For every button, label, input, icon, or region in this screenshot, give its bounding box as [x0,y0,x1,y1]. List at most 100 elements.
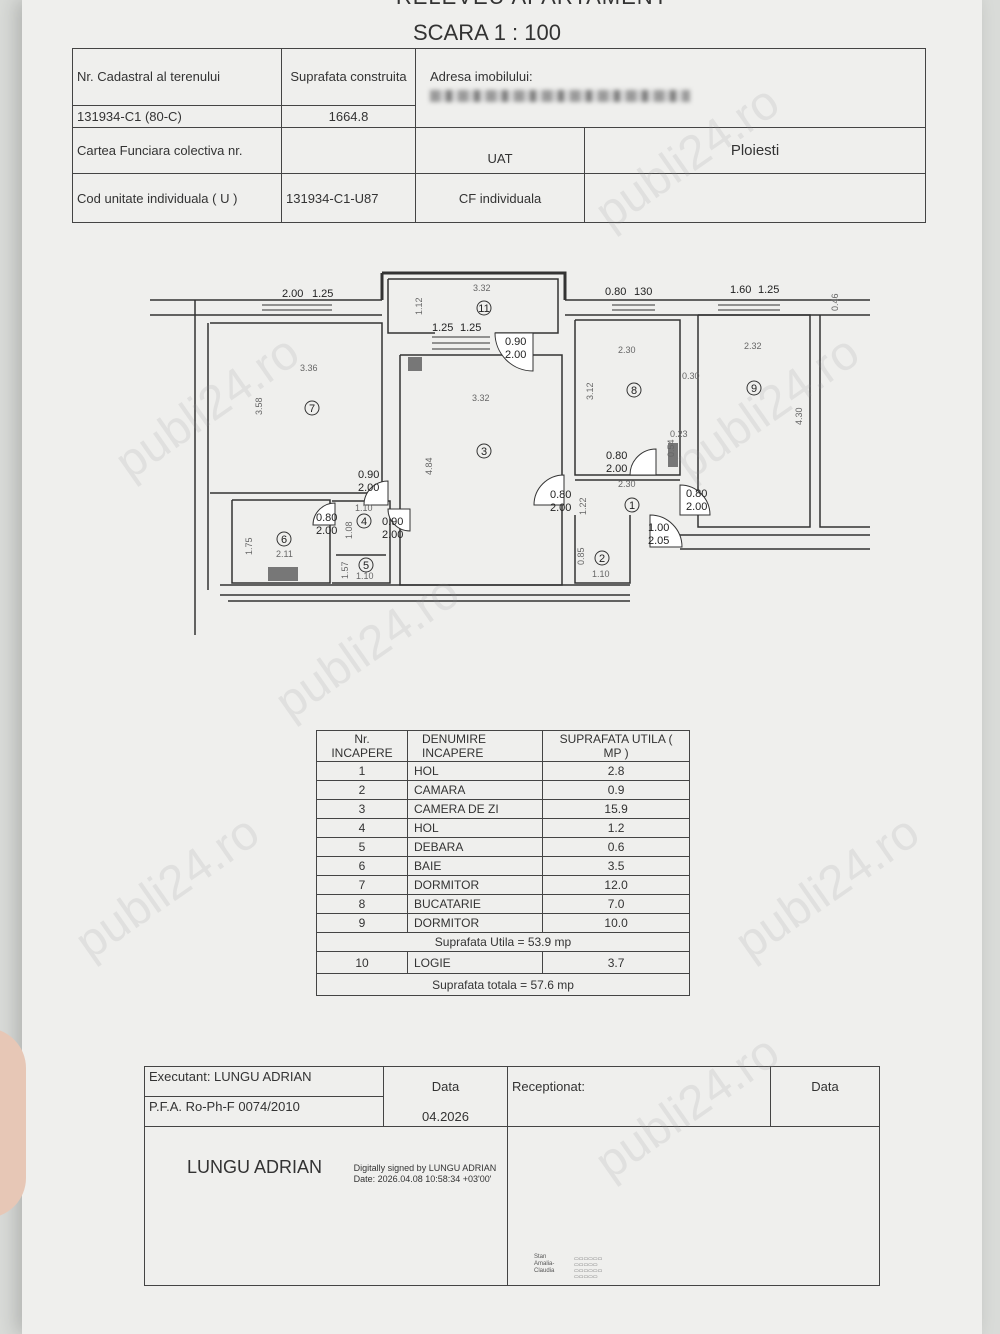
dim-label: 1.10 [592,569,610,579]
digital-signature: Digitally signed by LUNGU ADRIAN Date: 2… [354,1163,497,1185]
finger [0,1028,26,1218]
date-label: Data [431,1079,460,1094]
room-name: BUCATARIE [406,894,544,914]
rooms-table: Nr. INCAPERE DENUMIRE INCAPERE SUPRAFATA… [316,730,690,996]
grand-area-total: Suprafata totala = 57.6 mp [316,973,690,996]
cadastral-value: 131934-C1 (80-C) [72,104,282,128]
executant-label: Executant: LUNGU ADRIAN [144,1066,384,1097]
dim-label: 0.80 [550,489,571,501]
dim-label: 0.90 [358,469,379,481]
dim-label: 2.11 [276,549,293,559]
surface-label: Suprafata construita [281,48,416,106]
uat-value: Ploiesti [584,126,926,175]
dim-label: 2.30 [618,345,636,355]
room-number: 2 [599,553,605,565]
cf-individual-value [584,173,926,223]
dim-label: 0.23 [670,429,688,439]
dim-label: 2.00 [606,463,627,475]
room-name: HOL [406,818,544,838]
dim-label: 1.12 [414,297,424,315]
address-redacted [430,90,690,102]
floor-plan: 2.00 1.25 3.32 0.80 130 1.60 1.25 0.46 1… [150,271,870,635]
unit-label: Cod unitate individuala ( U ) [72,173,282,223]
dim-label: 0.90 [382,516,403,528]
room-nr: 6 [316,856,408,876]
room-number: 8 [631,385,637,397]
dim-label: 0.90 [505,336,526,348]
pfa-label: P.F.A. Ro-Ph-F 0074/2010 [144,1096,384,1127]
cf-value [281,126,416,175]
date-value: 04.2026 [422,1109,469,1124]
dim-label: 1.25 [758,284,779,296]
dim-label: 2.30 [618,479,636,489]
dim-label: 0.80 [686,488,707,500]
room-area: 12.0 [542,875,690,895]
receiver-stamp: Stan Amalia- Claudia [534,1254,554,1275]
dim-label: 130 [634,286,652,298]
header-nr: Nr. INCAPERE [316,730,408,762]
dim-label: 0.80 [606,450,627,462]
room-name: LOGIE [406,951,544,974]
header-table: Nr. Cadastral al terenului Suprafata con… [72,48,926,223]
room-area: 3.7 [542,951,690,974]
room-nr: 2 [316,780,408,800]
table-row: 10 LOGIE 3.7 [316,951,690,974]
room-nr: 3 [316,799,408,819]
dim-label: 0.30 [682,371,700,381]
dim-label: 1.22 [578,497,588,515]
room-nr: 10 [316,951,408,974]
room-area: 15.9 [542,799,690,819]
dim-label: 1.75 [244,537,254,555]
room-area: 7.0 [542,894,690,914]
room-number: 1 [629,500,635,512]
dim-label: 3.32 [473,283,491,293]
room-name: CAMARA [406,780,544,800]
room-area: 1.2 [542,818,690,838]
plan-dimensions: 2.00 1.25 3.32 0.80 130 1.60 1.25 0.46 1… [244,283,840,581]
signature-cell: LUNGU ADRIAN Digitally signed by LUNGU A… [144,1126,508,1286]
cf-label: Cartea Funciara colectiva nr. [72,126,282,175]
dim-label: 2.00 [282,288,303,300]
dim-label: 1.10 [356,571,374,581]
room-area: 10.0 [542,913,690,933]
header-name: DENUMIRE INCAPERE [406,730,544,762]
receiver-signature-cell [507,1126,880,1286]
dim-label: 0.85 [576,547,586,565]
room-name: DEBARA [406,837,544,857]
stamp-line: Stan [534,1254,547,1260]
watermark: publi24.ro [725,805,929,970]
dim-label: 2.00 [686,501,707,513]
dim-label: 3.12 [585,382,595,400]
dim-label: 1.08 [344,521,354,539]
surface-value: 1664.8 [281,104,416,128]
dim-label: 2.00 [550,502,571,514]
room-name: CAMERA DE ZI [406,799,544,819]
watermark: publi24.ro [65,805,269,970]
dim-label: 1.57 [340,561,350,579]
date-label-2: Data [770,1066,880,1127]
room-area: 0.6 [542,837,690,857]
plan-doors [312,332,711,548]
address-label: Adresa imobilului: [430,69,533,84]
room-area: 2.8 [542,761,690,781]
dim-label: 4.30 [794,407,804,425]
header-area: SUPRAFATA UTILA ( MP ) [542,730,690,762]
dim-label: 0.80 [316,512,337,524]
dim-label: 4.84 [424,457,434,475]
room-nr: 7 [316,875,408,895]
date-cell: Data 04.2026 [383,1066,508,1127]
dim-label: 1.10 [355,503,373,513]
receptionat-label: Receptionat: [507,1066,771,1127]
room-nr: 8 [316,894,408,914]
plan-walls [150,271,870,635]
dim-label: 2.00 [316,525,337,537]
dim-label: 3.58 [254,397,264,415]
room-number: 4 [361,516,367,528]
dim-label: 2.00 [358,482,379,494]
scale-label: SCARA 1 : 100 [413,20,561,45]
dim-label: 1.25 [312,288,333,300]
dim-label: 1.25 [432,322,453,334]
